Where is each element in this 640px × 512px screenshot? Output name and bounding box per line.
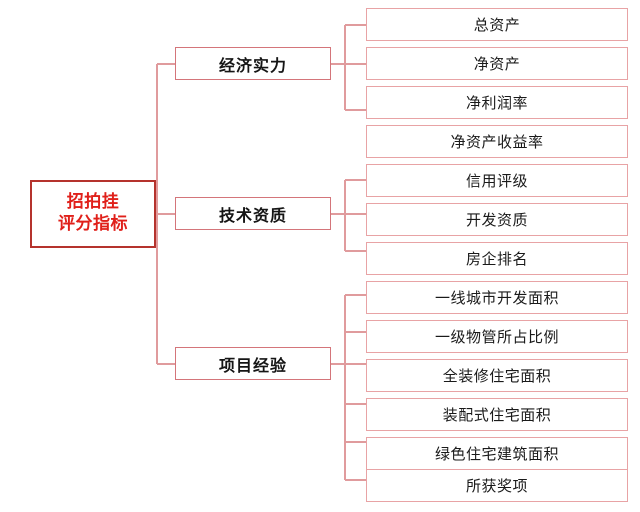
leaf-node-total-assets[interactable]: 总资产 <box>366 8 628 41</box>
root-node[interactable]: 招拍挂 评分指标 <box>30 180 156 248</box>
leaf-node-awards-received[interactable]: 所获奖项 <box>366 469 628 502</box>
leaf-node-return-on-equity[interactable]: 净资产收益率 <box>366 125 628 158</box>
root-label-line2: 评分指标 <box>58 214 128 234</box>
leaf-node-tier1-city-development-area[interactable]: 一线城市开发面积 <box>366 281 628 314</box>
root-label-line1: 招拍挂 <box>66 192 120 213</box>
leaf-node-tier1-property-management-ratio[interactable]: 一级物管所占比例 <box>366 320 628 353</box>
leaf-node-credit-rating[interactable]: 信用评级 <box>366 164 628 197</box>
category-node-technical-qualification[interactable]: 技术资质 <box>175 197 331 230</box>
category-node-economic-strength[interactable]: 经济实力 <box>175 47 331 80</box>
leaf-node-net-profit-margin[interactable]: 净利润率 <box>366 86 628 119</box>
leaf-node-prefabricated-residential-area[interactable]: 装配式住宅面积 <box>366 398 628 431</box>
leaf-node-development-qualification[interactable]: 开发资质 <box>366 203 628 236</box>
leaf-node-green-residential-building-area[interactable]: 绿色住宅建筑面积 <box>366 437 628 470</box>
category-node-project-experience[interactable]: 项目经验 <box>175 347 331 380</box>
leaf-node-developer-ranking[interactable]: 房企排名 <box>366 242 628 275</box>
leaf-node-net-assets[interactable]: 净资产 <box>366 47 628 80</box>
leaf-node-fully-decorated-residential-area[interactable]: 全装修住宅面积 <box>366 359 628 392</box>
